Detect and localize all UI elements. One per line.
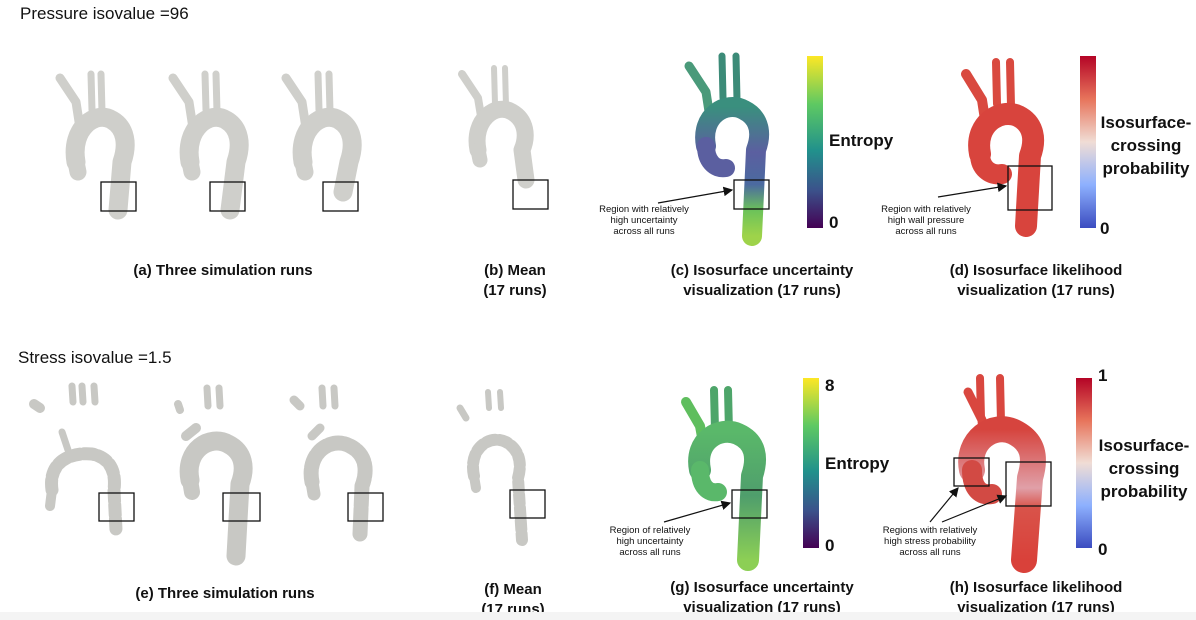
highlight-box-a1	[100, 181, 137, 212]
caption-c: (c) Isosurface uncertainty visualization…	[670, 262, 854, 299]
caption-d: (d) Isosurface likelihood visualization …	[949, 262, 1123, 299]
colorbar-entropy-bottom-max: 8	[825, 376, 835, 395]
aorta-run-2	[168, 70, 249, 220]
stress-uncertainty	[681, 386, 766, 571]
highlight-box-h1	[953, 457, 990, 487]
highlight-box-e2	[222, 492, 261, 522]
colorbar-entropy-bottom-min: 0	[825, 536, 835, 555]
row-title-pressure: Pressure isovalue =96	[20, 4, 189, 23]
highlight-box-g	[731, 489, 768, 519]
highlight-box-h2	[1005, 461, 1052, 507]
annotation-h: Regions with relatively high stress prob…	[882, 525, 978, 558]
colorbar-probability-top	[1080, 56, 1096, 228]
highlight-box-d	[1007, 165, 1053, 211]
colorbar-probability-bottom	[1076, 378, 1092, 548]
aorta-run-1	[55, 70, 135, 220]
aorta-run-3	[281, 70, 362, 202]
annotation-c: Region with relatively high uncertainty …	[599, 204, 689, 237]
colorbar-probability-bottom-max: 1	[1098, 366, 1108, 385]
annotation-arrow-h1	[929, 487, 959, 523]
colorbar-entropy-top-min: 0	[829, 213, 839, 232]
aorta-likelihood-top	[961, 58, 1045, 237]
bottom-divider	[0, 612, 1196, 620]
highlight-box-f	[509, 489, 546, 519]
caption-a: (a) Three simulation runs	[133, 262, 313, 279]
highlight-box-c	[733, 179, 770, 210]
caption-e: (e) Three simulation runs	[135, 585, 315, 602]
highlight-box-a3	[322, 181, 359, 212]
stress-mean	[456, 389, 528, 546]
aorta-mean-top	[458, 65, 535, 189]
annotation-arrow-d	[937, 182, 1008, 198]
caption-h: (h) Isosurface likelihood visualization …	[949, 579, 1123, 616]
highlight-box-e3	[347, 492, 384, 522]
colorbar-probability-bottom-title: Isosurface- crossing probability	[1098, 436, 1190, 501]
colorbar-entropy-bottom-label: Entropy	[825, 454, 890, 473]
highlight-box-b	[512, 179, 549, 210]
colorbar-probability-top-title: Isosurface- crossing probability	[1100, 113, 1192, 178]
stress-run-1	[29, 382, 123, 537]
annotation-g: Region of relatively high uncertainty ac…	[609, 525, 691, 558]
stress-run-2	[174, 384, 253, 566]
annotation-arrow-h2	[941, 494, 1008, 523]
stress-run-3	[289, 384, 373, 542]
colorbar-entropy-top	[807, 56, 823, 228]
colorbar-probability-bottom-min: 0	[1098, 540, 1108, 559]
highlight-box-a2	[209, 181, 246, 212]
aorta-uncertainty-top	[684, 52, 770, 246]
highlight-box-e1	[98, 492, 135, 522]
row-title-stress: Stress isovalue =1.5	[18, 348, 172, 367]
caption-b: (b) Mean (17 runs)	[483, 262, 547, 299]
annotation-d: Region with relatively high wall pressur…	[881, 204, 971, 237]
stress-likelihood	[958, 374, 1046, 573]
colorbar-probability-top-min: 0	[1100, 219, 1110, 238]
colorbar-entropy-bottom	[803, 378, 819, 548]
caption-g: (g) Isosurface uncertainty visualization…	[670, 579, 854, 616]
annotation-arrow-c	[657, 186, 734, 204]
colorbar-entropy-top-label: Entropy	[829, 131, 894, 150]
annotation-arrow-g	[663, 500, 732, 523]
